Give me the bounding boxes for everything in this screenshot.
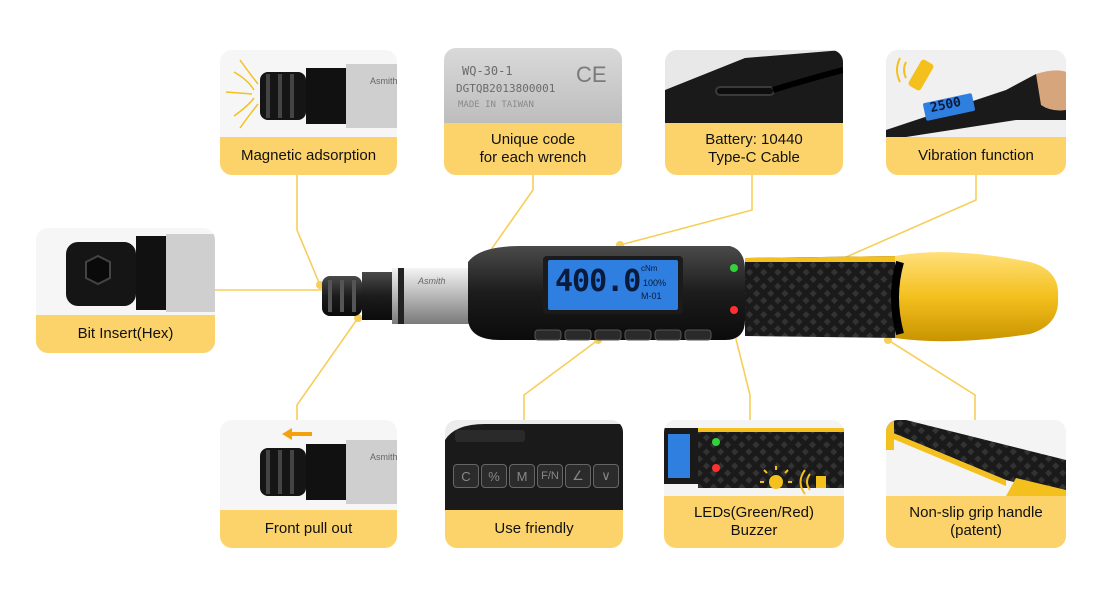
card-grip: Non-slip grip handle (patent)	[886, 420, 1066, 548]
button-angle[interactable]: ∠	[565, 464, 591, 488]
red-led	[730, 306, 738, 314]
plate-line-model: WQ-30-1	[462, 64, 513, 78]
grip-photo	[886, 420, 1066, 496]
magnetic-brand-text: Asmith	[370, 76, 397, 86]
main-lcd	[548, 260, 678, 310]
card-leds: LEDs(Green/Red) Buzzer	[664, 420, 844, 548]
plate-line-origin: MADE IN TAIWAN	[458, 100, 534, 110]
buzzer-icon	[799, 469, 826, 495]
card-unique-code: WQ-30-1 DGTQB2013800001 MADE IN TAIWAN C…	[444, 48, 622, 175]
line-vibration	[827, 175, 977, 266]
lcd-mode: M-01	[641, 291, 662, 301]
dot-front-pull	[354, 314, 362, 322]
bit-insert-photo	[36, 228, 215, 315]
line-front-pull	[296, 317, 359, 420]
card-vibration: 2500 Vibration function	[886, 50, 1066, 175]
caption-use-friendly: Use friendly	[445, 510, 623, 548]
red-led-icon	[712, 464, 720, 472]
arrow-left-icon	[282, 428, 312, 440]
caption-grip: Non-slip grip handle (patent)	[886, 496, 1066, 548]
dot-grip	[884, 336, 892, 344]
green-led	[730, 264, 738, 272]
green-led-icon	[712, 438, 720, 446]
card-use-friendly: C % M F/N ∠ ∨ Use friendly	[445, 420, 623, 548]
engraved-plate: WQ-30-1 DGTQB2013800001 MADE IN TAIWAN C…	[444, 48, 622, 123]
front-pull-brand-text: Asmith	[370, 452, 397, 462]
keypad-photo: C % M F/N ∠ ∨	[445, 420, 623, 510]
caption-leds: LEDs(Green/Red) Buzzer	[664, 496, 844, 548]
leds-photo	[664, 420, 844, 496]
line-use-friendly	[523, 339, 599, 420]
button-c[interactable]: C	[453, 464, 479, 488]
collar	[362, 272, 392, 320]
light-icon	[760, 466, 792, 489]
vibration-icon	[908, 59, 934, 91]
keypad: C % M F/N ∠ ∨	[453, 464, 619, 488]
yellow-end-cap	[895, 252, 1059, 342]
line-leds	[729, 314, 751, 420]
line-magnetic	[296, 175, 321, 286]
lcd-unit: cNm	[641, 264, 658, 273]
hex-socket-icon	[85, 254, 111, 286]
caption-bit-insert: Bit Insert(Hex)	[36, 315, 215, 353]
caption-magnetic: Magnetic adsorption	[220, 137, 397, 175]
caption-battery: Battery: 10440 Type-C Cable	[665, 123, 843, 175]
caption-unique-code: Unique code for each wrench	[444, 123, 622, 175]
line-grip	[887, 339, 976, 420]
caption-front-pull: Front pull out	[220, 510, 397, 548]
line-battery	[619, 175, 753, 246]
card-magnetic-adsorption: Asmith Magnetic adsorption	[220, 50, 397, 175]
card-battery: Battery: 10440 Type-C Cable	[665, 50, 843, 175]
plate-line-serial: DGTQB2013800001	[456, 82, 556, 95]
front-pull-photo: Asmith	[220, 420, 397, 510]
cable-icon	[772, 67, 843, 93]
caption-vibration: Vibration function	[886, 137, 1066, 175]
main-lcd-readout: 400.0 cNm 100% M-01	[553, 262, 675, 308]
card-front-pull-out: Asmith Front pull out	[220, 420, 397, 548]
card-bit-insert: Bit Insert(Hex)	[36, 228, 215, 353]
button-down[interactable]: ∨	[593, 464, 619, 488]
lcd-value: 400.0	[555, 264, 641, 299]
button-m[interactable]: M	[509, 464, 535, 488]
brand-label: Asmith	[418, 276, 446, 286]
chrome-shaft	[392, 268, 474, 324]
vibration-photo: 2500	[886, 50, 1066, 137]
button-fn[interactable]: F/N	[537, 464, 563, 488]
ce-mark: CE	[576, 62, 607, 87]
battery-photo	[665, 50, 843, 123]
grip-handle	[745, 256, 900, 338]
button-percent[interactable]: %	[481, 464, 507, 488]
lcd-percent: 100%	[643, 278, 667, 288]
magnetic-photo: Asmith	[220, 50, 397, 137]
